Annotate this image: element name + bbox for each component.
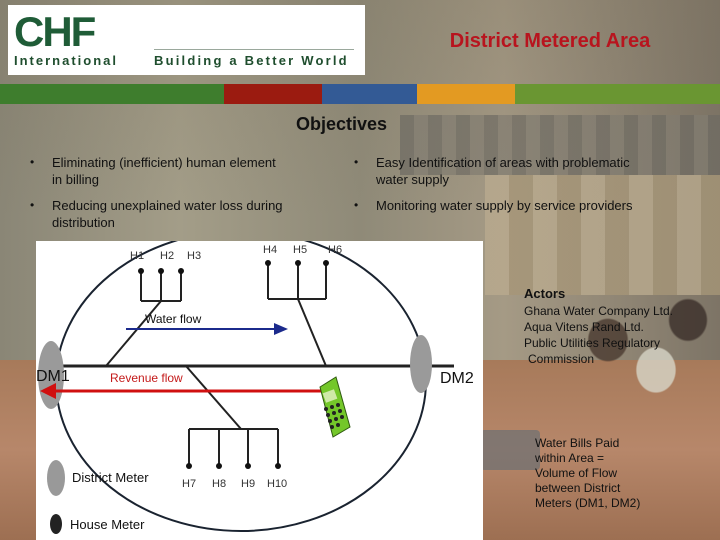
branch-pipe (186, 366, 241, 429)
objective-left-2: • Reducing unexplained water loss during… (52, 197, 352, 231)
house-meter-h5 (295, 260, 301, 266)
house-label-h8: H8 (212, 478, 226, 490)
objective-text: water supply (376, 171, 706, 188)
house-label-h10: H10 (267, 478, 287, 490)
objectives-heading: Objectives (296, 114, 387, 135)
branch-pipe (298, 299, 326, 366)
objective-text: Easy Identification of areas with proble… (376, 154, 706, 171)
bullet-marker: • (354, 197, 358, 214)
house-meter-h1 (138, 268, 144, 274)
house-meter-h10 (275, 463, 281, 469)
house-meter-h9 (245, 463, 251, 469)
logo-brand: CHF (14, 9, 94, 55)
house-label-h1: H1 (130, 250, 144, 262)
objective-text: Eliminating (inefficient) human element (52, 154, 352, 171)
logo-tagline: Building a Better World (154, 53, 349, 68)
objective-right-2: • Monitoring water supply by service pro… (376, 197, 706, 214)
mobile-phone-icon (320, 377, 350, 437)
house-label-h7: H7 (182, 478, 196, 490)
house-meter-h8 (216, 463, 222, 469)
color-bar-orange (417, 84, 515, 104)
objective-text: in billing (52, 171, 352, 188)
bills-line: within Area = (535, 451, 665, 466)
logo-sub: International (14, 53, 118, 68)
dma-diagram: DM1 DM2 H1 H2 H3 H4 H5 H6 (36, 241, 483, 540)
color-bar-blue (322, 84, 417, 104)
color-bar-red (224, 84, 322, 104)
logo-divider (154, 49, 354, 50)
actor-item: Aqua Vitens Rand Ltd. (524, 320, 644, 334)
bullet-marker: • (30, 197, 34, 214)
bullet-marker: • (354, 154, 358, 171)
house-label-h6: H6 (328, 244, 342, 256)
house-meter-h3 (178, 268, 184, 274)
objective-right-1: • Easy Identification of areas with prob… (376, 154, 706, 188)
chf-logo: CHF International Building a Better Worl… (8, 5, 365, 75)
water-flow-label: Water flow (145, 312, 202, 326)
legend-house-meter-label: House Meter (70, 517, 145, 532)
house-label-h2: H2 (160, 250, 174, 262)
revenue-flow-label: Revenue flow (110, 371, 183, 385)
color-bar-lightgreen (515, 84, 720, 104)
legend-district-meter-label: District Meter (72, 470, 149, 485)
house-label-h3: H3 (187, 250, 201, 262)
water-flow-arrowhead (274, 323, 288, 335)
actor-item: Ghana Water Company Ltd. (524, 304, 673, 318)
objective-text: Monitoring water supply by service provi… (376, 197, 706, 214)
background-tank (480, 430, 540, 470)
bills-line: Meters (DM1, DM2) (535, 496, 665, 511)
objective-text: distribution (52, 214, 352, 231)
house-label-h5: H5 (293, 244, 307, 256)
objective-left-1: • Eliminating (inefficient) human elemen… (52, 154, 352, 188)
bills-line: Water Bills Paid (535, 436, 665, 451)
district-meter-dm2 (410, 335, 432, 393)
bills-line: between District (535, 481, 665, 496)
dm2-label: DM2 (440, 370, 474, 387)
legend-district-meter-icon (47, 460, 65, 496)
actors-heading: Actors (524, 286, 565, 301)
actor-item: Public Utilities Regulatory (524, 336, 660, 350)
objective-text: Reducing unexplained water loss during (52, 197, 352, 214)
house-label-h9: H9 (241, 478, 255, 490)
house-meter-h6 (323, 260, 329, 266)
dma-diagram-svg: DM1 DM2 H1 H2 H3 H4 H5 H6 (36, 241, 483, 540)
bills-note: Water Bills Paid within Area = Volume of… (535, 436, 665, 511)
bills-line: Volume of Flow (535, 466, 665, 481)
actor-item: Commission (528, 352, 594, 366)
legend-house-meter-icon (50, 514, 62, 534)
house-label-h4: H4 (263, 244, 277, 256)
dm1-label: DM1 (36, 368, 70, 385)
house-meter-h4 (265, 260, 271, 266)
bullet-marker: • (30, 154, 34, 171)
house-meter-h7 (186, 463, 192, 469)
branch-pipe (106, 301, 161, 366)
slide-title: District Metered Area (370, 30, 720, 53)
house-meter-h2 (158, 268, 164, 274)
color-bar-green (0, 84, 224, 104)
